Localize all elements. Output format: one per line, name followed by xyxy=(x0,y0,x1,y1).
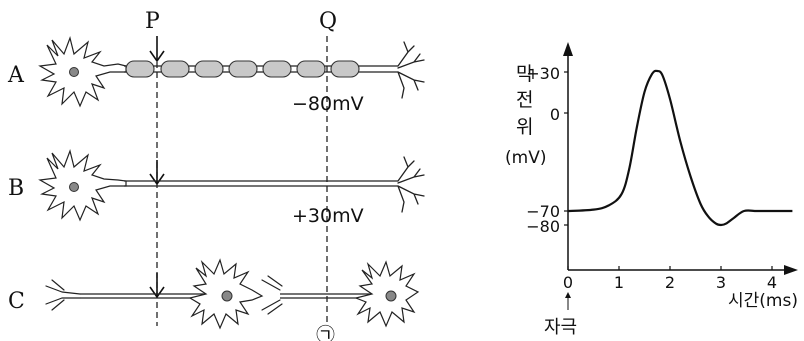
y-label-char-2: 전 xyxy=(516,89,533,111)
x-tick-marks xyxy=(567,266,773,270)
stimulus-arrow-a xyxy=(149,36,165,63)
neuron-c xyxy=(45,258,420,330)
x-tick-1: 1 xyxy=(614,273,624,292)
y-tick-minus80: −80 xyxy=(526,217,560,236)
myelin-sheaths xyxy=(125,60,360,78)
x-tick-0: 0 xyxy=(563,273,573,292)
action-potential-graph: 막 전 위 (mV) +30 0 −70 −80 0 1 2 3 4 시간(ms… xyxy=(505,42,798,338)
potential-a-label: −80mV xyxy=(292,93,364,115)
y-label-char-3: 위 xyxy=(516,116,533,138)
axon-terminal-b xyxy=(397,156,425,213)
nucleus-a xyxy=(69,67,79,77)
point-p-label: P xyxy=(145,9,160,34)
row-label-c: C xyxy=(8,289,25,314)
x-tick-4: 4 xyxy=(767,273,777,292)
stimulus-arrow-b xyxy=(149,160,165,186)
dendrite-c-left xyxy=(45,279,81,311)
potential-b-label: +30mV xyxy=(292,205,364,227)
y-tick-0: 0 xyxy=(550,105,560,124)
dendrite-c-mid xyxy=(261,275,283,315)
stimulus-arrow-c xyxy=(149,273,165,299)
axon-terminal-a xyxy=(397,41,425,99)
x-axis-arrow xyxy=(784,265,798,275)
y-tick-30: +30 xyxy=(526,64,560,83)
nucleus-c2 xyxy=(385,290,397,302)
stimulus-label: 자극 xyxy=(544,317,577,338)
neuron-b xyxy=(38,148,425,222)
marker-c-label: ㉠ xyxy=(316,324,335,341)
y-axis-arrow xyxy=(563,42,573,56)
x-tick-3: 3 xyxy=(716,273,726,292)
row-label-a: A xyxy=(7,63,25,88)
action-potential-curve xyxy=(567,69,793,227)
y-label-char-1: 막 xyxy=(516,63,533,85)
neuron-a xyxy=(38,35,425,108)
nucleus-b xyxy=(69,182,79,192)
y-tick-marks xyxy=(564,71,568,226)
stimulus-marker-arrow xyxy=(565,292,571,298)
neuron-diagram: A B C P Q xyxy=(7,9,425,341)
y-label-char-4: (mV) xyxy=(505,148,546,168)
point-q-label: Q xyxy=(319,9,337,34)
row-label-b: B xyxy=(8,176,24,201)
y-tick-minus70: −70 xyxy=(526,202,560,221)
cell-body-a xyxy=(38,35,127,108)
x-tick-2: 2 xyxy=(665,273,675,292)
x-axis-label: 시간(ms) xyxy=(728,291,798,311)
nucleus-c1 xyxy=(221,290,233,302)
cell-body-b xyxy=(38,148,127,222)
